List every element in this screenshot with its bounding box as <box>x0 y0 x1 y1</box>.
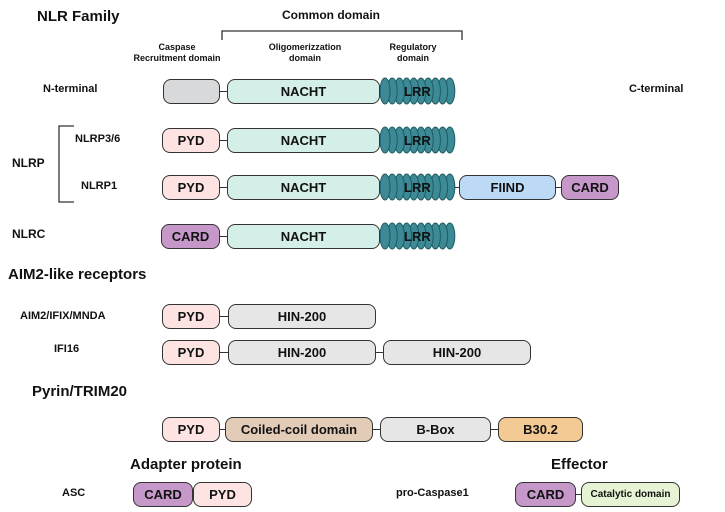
regulatory-domain-label: Regulatory domain <box>389 42 437 63</box>
nlr-family-heading: NLR Family <box>37 8 120 25</box>
lrr-domain: LRR <box>404 132 431 148</box>
oligomerization-domain-label: Oligomerizzation domain <box>268 42 342 63</box>
b30-2-domain: B30.2 <box>498 417 583 442</box>
lrr-repeat-oval <box>379 77 391 105</box>
pyd-domain: PYD <box>162 175 220 200</box>
caspase-recruitment-domain-label: Caspase Recruitment domain <box>133 42 221 63</box>
catalytic-domain: Catalytic domain <box>581 482 680 507</box>
pyd-domain: PYD <box>162 417 220 442</box>
coiled-coil-domain: Coiled-coil domain <box>225 417 373 442</box>
pro-caspase1-label: pro-Caspase1 <box>396 487 469 499</box>
card-domain: CARD <box>133 482 193 507</box>
common-domain-heading: Common domain <box>282 8 380 22</box>
hin-200-domain: HIN-200 <box>228 304 376 329</box>
caspase-recruitment-generic-domain <box>163 79 220 104</box>
card-domain: CARD <box>161 224 220 249</box>
lrr-domain: LRR <box>404 179 431 195</box>
nacht-domain: NACHT <box>227 128 380 153</box>
fiind-domain: FIIND <box>459 175 556 200</box>
common-domain-bracket <box>221 30 463 40</box>
card-domain: CARD <box>515 482 576 507</box>
nlrc-label: NLRC <box>12 227 46 241</box>
n-terminal-label: N-terminal <box>43 83 98 95</box>
nacht-domain: NACHT <box>227 79 380 104</box>
pyd-domain: PYD <box>162 340 220 365</box>
nacht-domain: NACHT <box>227 175 380 200</box>
lrr-repeat-oval <box>379 173 391 201</box>
effector-heading: Effector <box>551 456 608 473</box>
lrr-repeat-oval <box>379 126 391 154</box>
ifi16-label: IFI16 <box>54 343 80 355</box>
lrr-repeat-oval <box>379 222 391 250</box>
nlrp-bracket <box>58 125 74 203</box>
adapter-protein-heading: Adapter protein <box>130 456 242 473</box>
aim2-like-receptors-heading: AIM2-like receptors <box>8 266 147 283</box>
pyd-domain: PYD <box>162 128 220 153</box>
asc-label: ASC <box>62 487 86 499</box>
pyrin-trim20-heading: Pyrin/TRIM20 <box>32 383 128 400</box>
c-terminal-label: C-terminal <box>629 83 684 95</box>
b-box-domain: B-Box <box>380 417 491 442</box>
hin-200-domain: HIN-200 <box>228 340 376 365</box>
lrr-domain: LRR <box>404 83 431 99</box>
nacht-domain: NACHT <box>227 224 380 249</box>
card-domain: CARD <box>561 175 619 200</box>
aim2-ifix-mnda-label: AIM2/IFIX/MNDA <box>20 310 106 322</box>
hin-200-domain: HIN-200 <box>383 340 531 365</box>
lrr-domain: LRR <box>404 228 431 244</box>
nlrp-label: NLRP <box>12 156 45 170</box>
nlrp3-6-label: NLRP3/6 <box>75 133 121 145</box>
nlrp1-label: NLRP1 <box>81 180 118 192</box>
pyd-domain: PYD <box>162 304 220 329</box>
pyd-domain: PYD <box>193 482 252 507</box>
